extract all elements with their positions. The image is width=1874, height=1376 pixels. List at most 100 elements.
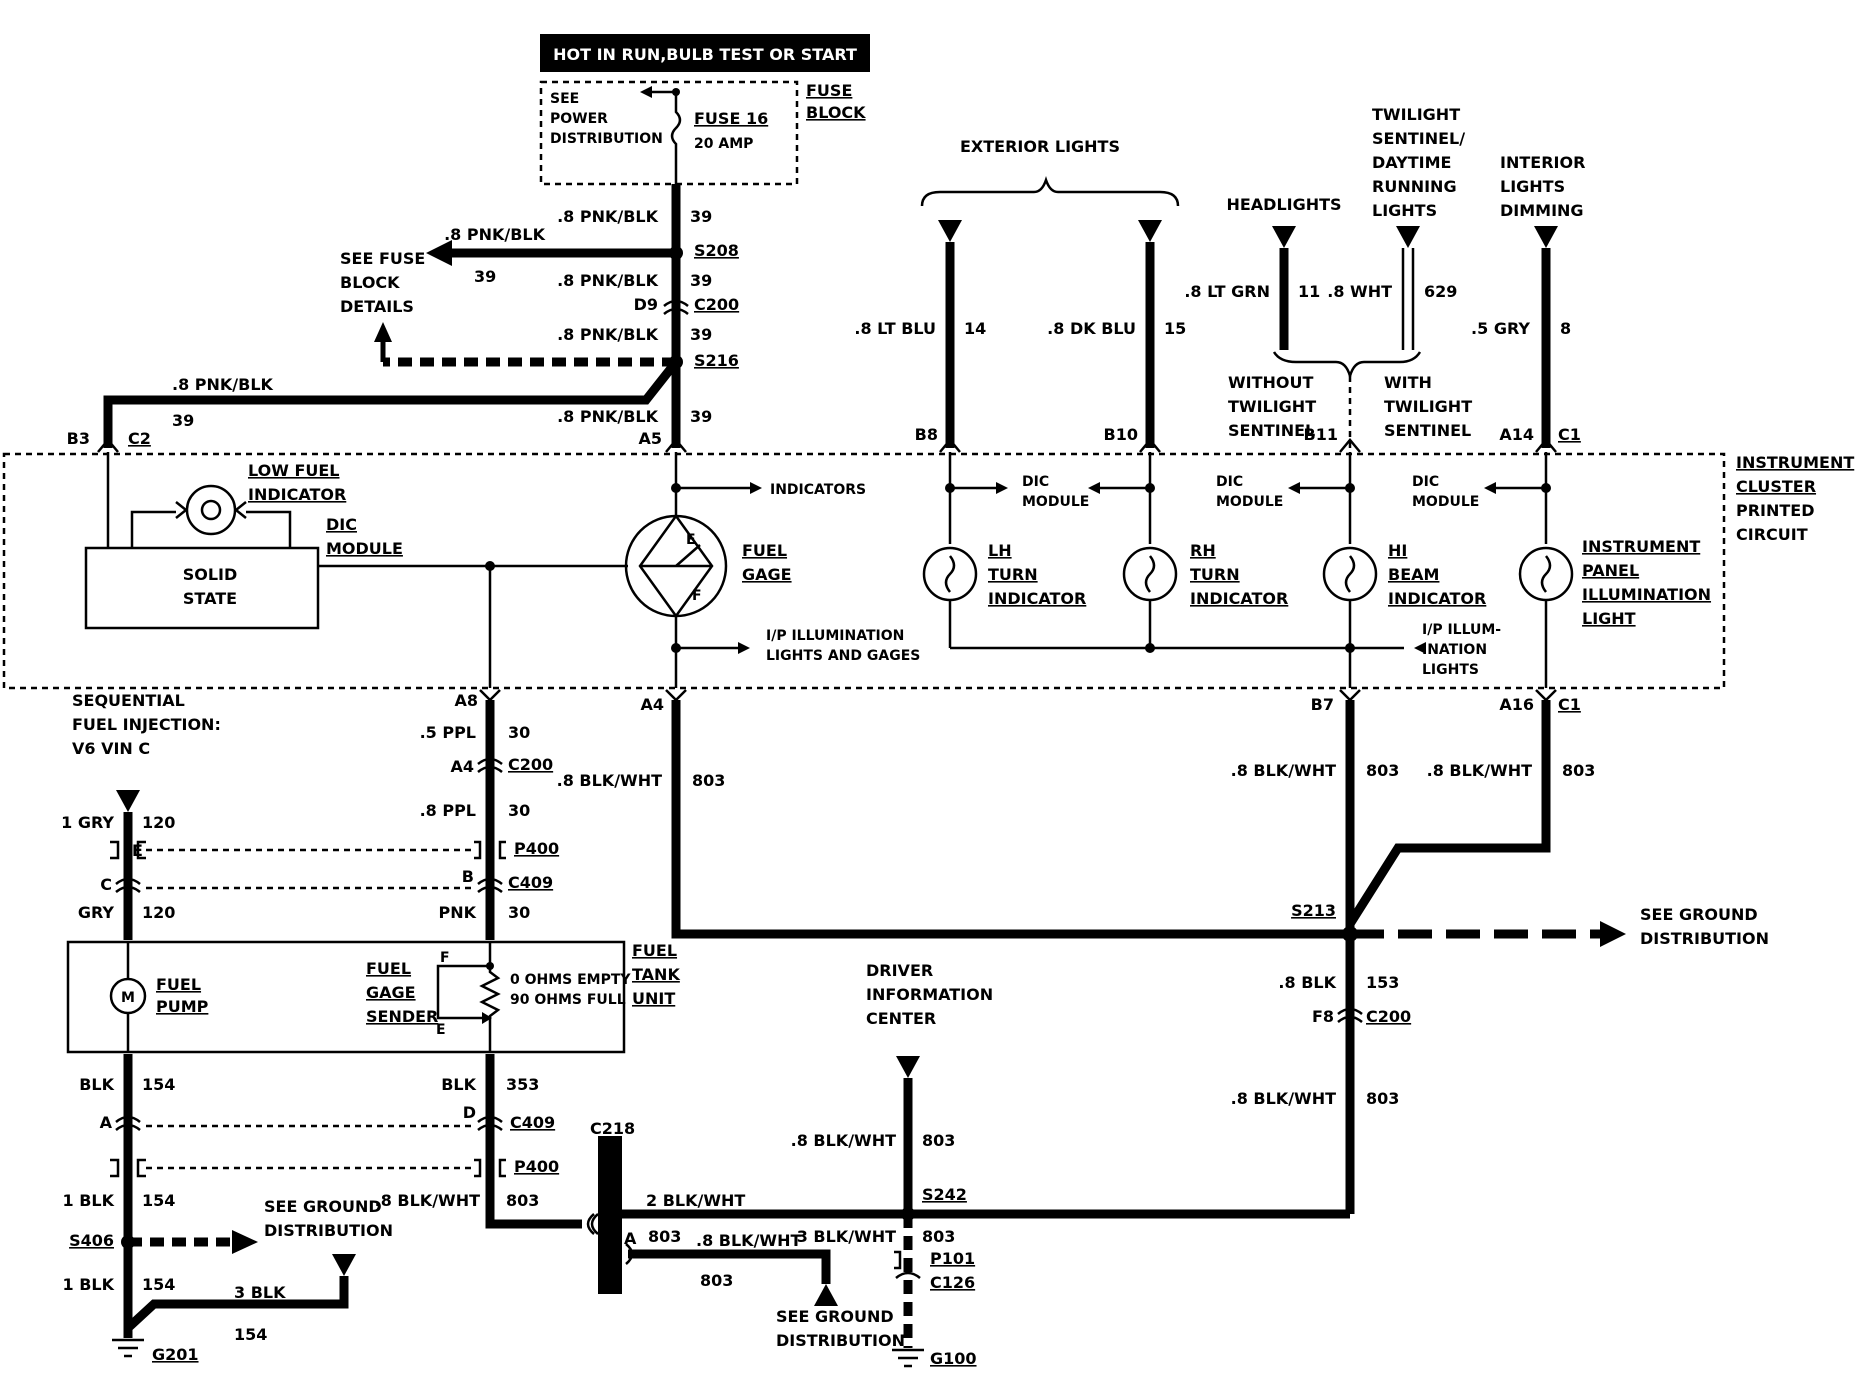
arrow-head	[232, 1230, 258, 1254]
circuit-number: 803	[692, 771, 725, 790]
tank-unit-label: UNIT	[632, 989, 675, 1008]
ip-illum2-label: LIGHTS	[1422, 662, 1479, 678]
arrow-629	[1396, 226, 1420, 248]
sender-label: FUEL	[366, 959, 411, 978]
ohms-label: 90 OHMS FULL	[510, 992, 626, 1008]
fuel-pump-label: FUEL	[156, 975, 201, 994]
arrow-ground	[814, 1284, 838, 1306]
ground-label: G100	[930, 1349, 977, 1368]
without-label: SENTINEL	[1228, 421, 1315, 440]
connector-p400	[474, 840, 506, 860]
connector-cup	[586, 1213, 599, 1235]
connector-bottom	[1535, 689, 1557, 702]
wire-39-c2	[103, 359, 680, 448]
circuit-number: 154	[142, 1275, 175, 1294]
circuit-number: 803	[648, 1227, 681, 1246]
instrument-cluster-box	[2, 452, 1726, 690]
wire-label: .8 PNK/BLK	[172, 375, 274, 394]
twilight-label: DAYTIME	[1372, 153, 1451, 172]
wire-label: .8 BLK/WHT	[557, 771, 662, 790]
circuit-number: 11	[1298, 282, 1320, 301]
sender-e: E	[436, 1022, 446, 1038]
fuel-gage-label: FUEL	[742, 541, 787, 560]
connector-label: C409	[508, 873, 553, 892]
ipl-label: INSTRUMENT	[1582, 537, 1700, 556]
wire-label: .8 BLK	[1278, 973, 1336, 992]
circuit-number: 803	[1366, 1089, 1399, 1108]
dic-label: DIC	[1216, 474, 1243, 490]
see-fuse-label: SEE FUSE	[340, 249, 425, 268]
rh-turn-label: TURN	[1190, 565, 1240, 584]
lamp-filament-icon	[200, 499, 222, 521]
wire-label: .8 PNK/BLK	[557, 407, 659, 426]
wire-label: .8 BLK/WHT	[791, 1131, 896, 1150]
sender-f: F	[440, 950, 450, 966]
circuit-number: 14	[964, 319, 986, 338]
power-header: HOT IN RUN,BULB TEST OR START	[553, 45, 857, 64]
wire-label: .8 LT GRN	[1184, 282, 1270, 301]
connector-c200	[1337, 1007, 1363, 1023]
connector-pin: B	[462, 867, 474, 886]
ip-illum-label: LIGHTS AND GAGES	[766, 648, 920, 664]
connector-pin: C	[100, 875, 112, 894]
ground-label: G201	[152, 1345, 199, 1364]
exterior-brace	[920, 176, 1180, 207]
connector-c218	[598, 1136, 622, 1294]
splice-label: S213	[1291, 901, 1336, 920]
circuit-number: 39	[690, 207, 712, 226]
sender-label: SENDER	[366, 1007, 438, 1026]
sfi-label: V6 VIN C	[72, 739, 150, 758]
ipl-label: PANEL	[1582, 561, 1639, 580]
wire-label: BLK	[79, 1075, 114, 1094]
circuit-number: 803	[700, 1271, 733, 1290]
sender-label: GAGE	[366, 983, 416, 1002]
wire-label: 3 BLK/WHT	[797, 1227, 896, 1246]
with-label: SENTINEL	[1384, 421, 1471, 440]
arrow-11	[1272, 226, 1296, 248]
low-fuel-indicator-icon	[185, 484, 237, 536]
wire-803-a4	[671, 700, 1350, 939]
circuit-number: 154	[142, 1191, 175, 1210]
connector-top	[97, 438, 119, 453]
tank-unit-label: TANK	[632, 965, 680, 984]
connector-label: P400	[514, 839, 559, 858]
fuse-block-box	[539, 80, 799, 186]
wire-label: .8 BLK/WHT	[696, 1231, 801, 1250]
interior-label: INTERIOR	[1500, 153, 1585, 172]
arrow-head	[374, 322, 392, 342]
wire-label: 1 BLK	[63, 1275, 115, 1294]
lh-turn-label: TURN	[988, 565, 1038, 584]
cluster-title: CLUSTER	[1736, 477, 1816, 496]
splice-label: S406	[69, 1231, 114, 1250]
ground-g100-icon	[892, 1348, 924, 1368]
see-ground-label: SEE GROUND	[1640, 905, 1758, 924]
circuit-number: 120	[142, 903, 175, 922]
wire-label: .8 LT BLU	[854, 319, 936, 338]
arrow-120	[116, 790, 140, 812]
circuit-number: 39	[690, 271, 712, 290]
connector-c200	[477, 757, 503, 773]
cluster-title: CIRCUIT	[1736, 525, 1808, 544]
interior-label: DIMMING	[1500, 201, 1584, 220]
dic-center-label: INFORMATION	[866, 985, 993, 1004]
connector-pin: A	[100, 1113, 113, 1132]
see-fuse-label: BLOCK	[340, 273, 400, 292]
fuse-amp: 20 AMP	[694, 136, 753, 152]
headlights-label: HEADLIGHTS	[1226, 195, 1341, 214]
wire-154-ground	[124, 1276, 349, 1332]
circuit-number: 803	[922, 1227, 955, 1246]
connector-top	[665, 438, 687, 453]
fuel-pump-label: PUMP	[156, 997, 209, 1016]
wire-label: .8 BLK/WHT	[1427, 761, 1532, 780]
connector-pin: E	[132, 841, 143, 860]
circuit-number: 39	[690, 407, 712, 426]
bulb-filament-icon	[1540, 555, 1552, 593]
fuse-label: FUSE 16	[694, 109, 768, 128]
connector-label: C409	[510, 1113, 555, 1132]
arrow-head	[1414, 642, 1426, 654]
dic-label: MODULE	[1412, 494, 1479, 510]
circuit-number: 154	[142, 1075, 175, 1094]
bulb-filament-icon	[944, 555, 956, 593]
low-fuel-wire	[130, 510, 292, 548]
